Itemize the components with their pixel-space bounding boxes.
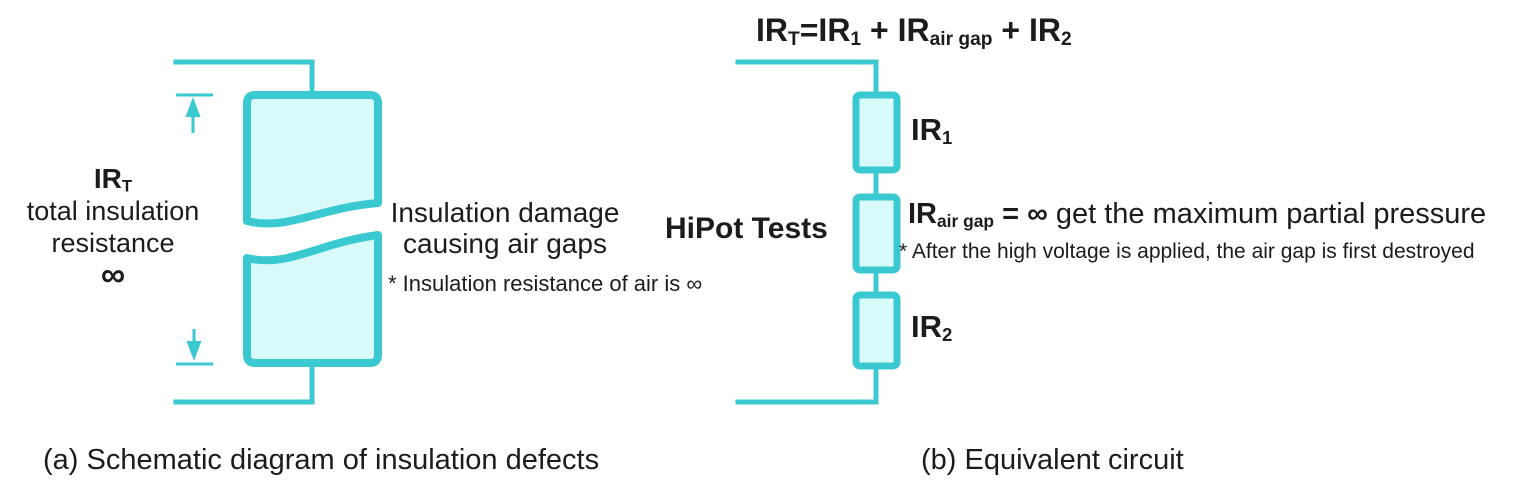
- irt-symbol: IRT: [8, 163, 218, 195]
- insulation-damage-label: Insulation damage causing air gaps: [383, 197, 627, 259]
- resistor-ir-air-gap: [852, 193, 901, 274]
- ir-air-gap-label: IRair gap = ∞ get the maximum partial pr…: [908, 197, 1486, 231]
- formula-sub: T: [788, 29, 800, 51]
- down-arrow-icon: [176, 329, 213, 366]
- irt-sub: T: [121, 176, 133, 196]
- electrode-wire-bottom: [173, 363, 315, 405]
- formula-part: IR: [756, 12, 788, 48]
- infinity-symbol: ∞: [100, 256, 126, 294]
- total-insulation-resistance-label: IRT total insulation resistance ∞: [8, 163, 218, 294]
- formula-sub: air gap: [929, 29, 993, 51]
- formula-total-resistance: IRT=IR1 + IRair gap + IR2: [756, 10, 1072, 50]
- formula-part: =IR: [799, 12, 851, 48]
- insulation-block-top: [243, 91, 382, 228]
- label-line: total insulation: [26, 196, 200, 226]
- ir2-label: IR2: [911, 309, 952, 345]
- circuit-wire-top: [735, 59, 879, 98]
- label-line: resistance: [51, 228, 175, 258]
- ir2-sub: 2: [942, 324, 953, 346]
- damage-line: causing air gaps: [403, 228, 607, 259]
- formula-sub: 1: [850, 29, 862, 51]
- resistor-ir2: [852, 291, 901, 370]
- irt-base: IR: [93, 163, 122, 194]
- air-resistance-footnote: * Insulation resistance of air is ∞: [388, 271, 703, 296]
- electrode-wire-top: [173, 59, 315, 98]
- ir-air-gap-note: get the maximum partial pressure: [1047, 198, 1487, 230]
- ir1-label: IR1: [911, 112, 952, 148]
- damage-line: Insulation damage: [390, 197, 620, 228]
- insulation-block-bottom: [243, 231, 382, 367]
- equivalent-circuit: [735, 59, 901, 405]
- ir-air-gap-sub: air gap: [937, 210, 995, 231]
- formula-part: + IR: [992, 12, 1061, 48]
- formula-part: + IR: [861, 12, 930, 48]
- insulation-schematic: [173, 59, 382, 405]
- air-gap-destroyed-footnote: * After the high voltage is applied, the…: [899, 240, 1475, 263]
- caption-a: (a) Schematic diagram of insulation defe…: [43, 444, 600, 476]
- circuit-wire-bottom: [735, 363, 879, 405]
- hipot-tests-label: HiPot Tests: [665, 212, 828, 245]
- ir1-sub: 1: [942, 127, 953, 149]
- resistor-ir1: [852, 91, 901, 174]
- up-arrow-icon: [176, 93, 213, 133]
- formula-sub: 2: [1060, 29, 1072, 51]
- caption-b: (b) Equivalent circuit: [921, 444, 1184, 476]
- ir-air-gap-eq: = ∞: [994, 198, 1048, 230]
- ir-air-gap-base: IR: [908, 198, 937, 230]
- ir2-base: IR: [911, 309, 942, 344]
- ir1-base: IR: [911, 112, 942, 147]
